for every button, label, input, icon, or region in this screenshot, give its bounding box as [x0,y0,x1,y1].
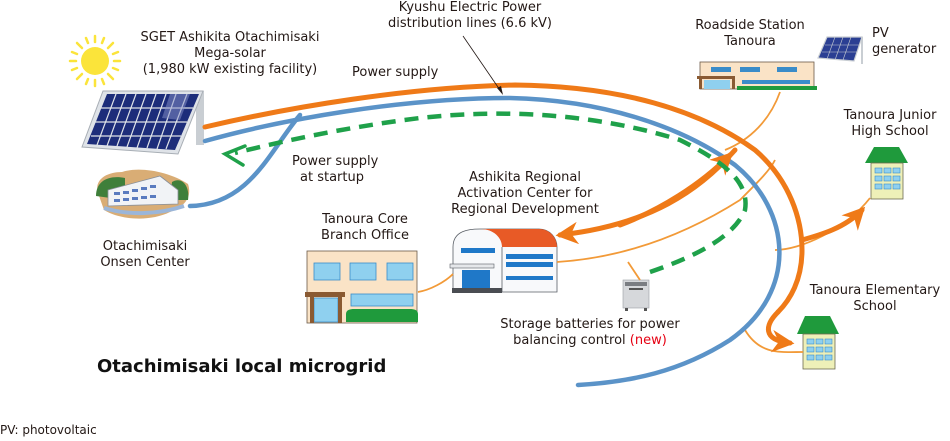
label-line: Tanoura [724,34,776,49]
core-branch-label: Tanoura Core Branch Office [310,212,420,244]
arrow-icon [497,86,503,95]
label-line: distribution lines (6.6 kV) [388,16,552,31]
storage-label: Storage batteries for power balancing co… [490,317,690,349]
startup-label: Power supply at startup [292,154,379,186]
footnote: PV: photovoltaic [0,423,97,437]
startup-supply-line [234,111,748,275]
distribution-lines-label: Kyushu Electric Power distribution lines… [380,0,560,32]
roadside-station-icon [697,61,817,90]
label-line: Tanoura Core [322,212,408,227]
label-line: Storage batteries for power [500,317,680,332]
onsen-building-icon [96,169,190,219]
label-line: Activation Center for [457,186,593,201]
label-line: Onsen Center [100,255,190,270]
school-icon [865,147,908,200]
label-line: Tanoura Junior [843,108,937,123]
label-line: Branch Office [321,228,409,243]
pv-panel-icon [817,36,863,64]
school-icon [797,316,839,370]
battery-cabinet-icon [622,279,650,311]
arrow-icon [221,144,247,167]
activation-center-label: Ashikita Regional Activation Center for … [440,170,610,218]
roadside-station-label: Roadside Station Tanoura [690,18,810,50]
onsen-label: Otachimisaki Onsen Center [90,239,200,271]
diagram-title: Otachimisaki local microgrid [97,356,387,377]
label-line: Power supply [352,65,439,80]
label-line: High School [851,124,929,139]
label-line: Otachimisaki [102,239,188,254]
label-line: at startup [300,170,364,185]
label-text: balancing control [513,333,626,348]
elementary-label: Tanoura Elementary School [800,283,950,315]
label-line: PV [872,26,889,41]
junior-high-label: Tanoura Junior High School [830,108,950,140]
label-line: Ashikita Regional [469,170,581,185]
power-supply-label: Power supply [352,65,438,81]
callout-line [462,35,503,94]
label-line: Tanoura Elementary [809,283,941,298]
new-badge: (new) [629,333,667,348]
solar-panel-icon [81,90,204,155]
label-line: balancing control (new) [490,333,690,349]
label-line: Power supply [292,154,379,169]
label-line: Kyushu Electric Power [398,0,542,15]
label-line: Regional Development [451,202,599,217]
label-line: SGET Ashikita Otachimisaki [140,30,320,45]
office-building-icon [305,250,418,324]
label-line: School [853,299,897,314]
activation-center-icon [449,228,558,293]
pv-generator-label: PV generator [872,26,936,58]
label-line: generator [872,42,937,57]
label-line: Mega-solar [194,46,266,61]
label-line: (1,980 kW existing facility) [142,62,318,77]
label-line: Roadside Station [695,18,805,33]
mega-solar-label: SGET Ashikita Otachimisaki Mega-solar (1… [130,30,330,78]
sun-icon [68,34,122,88]
